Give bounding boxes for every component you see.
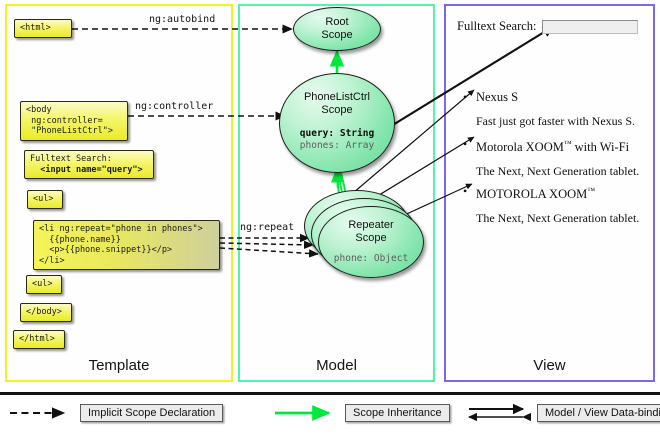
template-box-html-open[interactable]: <html> xyxy=(14,19,72,38)
template-box-body-controller[interactable]: <body ng:controller= "PhoneListCtrl"> xyxy=(20,101,128,141)
scope-repeater-line2: Scope xyxy=(355,232,387,244)
template-box-ul-open[interactable]: <ul> xyxy=(27,190,63,209)
fulltext-search-input-code: <input name="query"> xyxy=(30,164,143,175)
legend-divider xyxy=(0,392,660,395)
legend-item-scope-inheritance: Scope Inheritance xyxy=(273,398,450,428)
view-search-row: Fulltext Search: xyxy=(457,19,638,34)
legend: Implicit Scope Declaration Scope Inherit… xyxy=(0,398,660,435)
phone-snippet: Fast just got faster with Nexus S. xyxy=(476,114,635,128)
legend-item-model-view-data-binding: Model / View Data-binding xyxy=(465,398,660,428)
ng-autobind-label: ng:autobind xyxy=(149,14,216,25)
column-label-view: View xyxy=(533,357,566,374)
template-box-li-ng-repeat[interactable]: <li ng:repeat="phone in phones"> {{phone… xyxy=(33,220,220,270)
dashed-arrow-icon xyxy=(10,407,66,419)
trademark-icon: ™ xyxy=(587,186,595,195)
scope-root-line1: Root xyxy=(325,16,349,28)
template-box-fulltext-search[interactable]: Fulltext Search: <input name="query"> xyxy=(24,150,154,179)
phone-name: MOTOROLA XOOM™ xyxy=(463,184,639,201)
scope-phonelistctrl-line1: PhoneListCtrl xyxy=(303,91,371,103)
ng-repeat-label: ng:repeat xyxy=(240,222,295,233)
scope-root[interactable]: Root Scope xyxy=(293,7,381,51)
scope-phonelistctrl[interactable]: PhoneListCtrl Scope query: String phones… xyxy=(279,73,395,173)
scope-phonelistctrl-line2: Scope xyxy=(321,104,353,116)
template-box-html-close[interactable]: </html> xyxy=(13,330,65,349)
phone-name: Nexus S xyxy=(463,90,635,104)
legend-label: Implicit Scope Declaration xyxy=(80,404,224,422)
column-label-model: Model xyxy=(316,357,357,374)
phone-snippet: The Next, Next Generation tablet. xyxy=(476,164,640,179)
list-item[interactable]: Motorola XOOM™ with Wi-Fi The Next, Next… xyxy=(463,137,640,179)
scope-root-line2: Scope xyxy=(321,29,353,41)
legend-item-implicit-scope-declaration: Implicit Scope Declaration xyxy=(8,398,224,428)
view-pane: Fulltext Search: Nexus S Fast just got f… xyxy=(450,10,649,376)
scope-prop-query: query: String xyxy=(299,128,375,139)
template-box-ul-close[interactable]: <ul> xyxy=(26,275,62,294)
phone-snippet: The Next, Next Generation tablet. xyxy=(476,211,640,226)
fulltext-search-label: Fulltext Search: xyxy=(30,154,112,164)
trademark-icon: ™ xyxy=(563,139,572,148)
phone-name: Motorola XOOM™ with Wi-Fi xyxy=(463,137,639,154)
template-box-body-close[interactable]: </body> xyxy=(20,303,72,322)
double-arrow-icon xyxy=(468,403,531,422)
list-item[interactable]: Nexus S Fast just got faster with Nexus … xyxy=(463,90,635,128)
solid-green-arrow-icon xyxy=(275,405,331,421)
legend-label: Scope Inheritance xyxy=(345,404,450,422)
list-item[interactable]: MOTOROLA XOOM™ The Next, Next Generation… xyxy=(463,184,640,226)
ng-controller-label: ng:controller xyxy=(135,101,214,112)
column-label-template: Template xyxy=(88,357,150,374)
search-input[interactable] xyxy=(541,19,638,34)
scope-repeater-line1: Repeater xyxy=(348,219,394,231)
scope-prop-phones: phones: Array xyxy=(299,140,375,151)
scope-prop-phone: phone: Object xyxy=(333,253,409,264)
legend-label: Model / View Data-binding xyxy=(537,404,660,422)
view-search-label: Fulltext Search: xyxy=(457,19,537,33)
scope-repeater[interactable]: Repeater Scope phone: Object xyxy=(318,206,424,278)
